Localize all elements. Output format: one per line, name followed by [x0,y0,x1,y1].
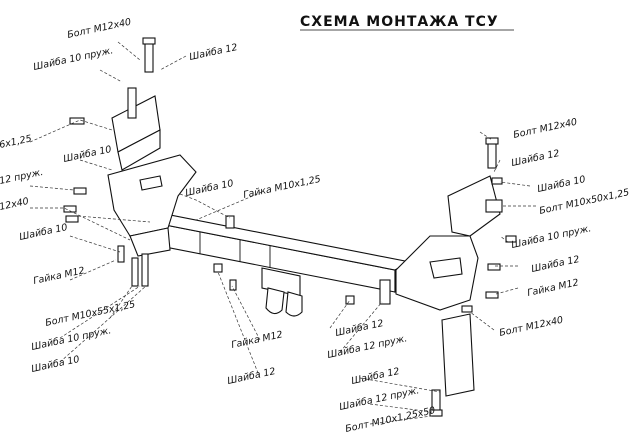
left-horizontal-bolts [63,117,87,223]
label-bolt-m12x40-right-bottom: Болт M12x40 [498,315,564,339]
label-washer-10-spring-right: Шайба 10 пруж. [510,223,592,251]
label-washer-12-bottom-center: Шайба 12 [334,318,384,339]
label-washer-12-center: Шайба 12 [226,366,276,387]
left-vertical-bolts [117,37,156,287]
label-nut-m10x1-25-center: Гайка M10x1,25 [242,174,321,201]
label-fragment-12-spring: 12 пруж. [0,167,44,187]
label-washer-10-right: Шайба 10 [536,174,586,195]
diagram-title: СХЕМА МОНТАЖА ТСУ [300,14,499,30]
label-washer-10-left-lower: Шайба 10 [18,222,68,243]
part-labels: Болт M12x40 Шайба 10 пруж. Шайба 12 6x1,… [0,17,630,434]
right-bolts [429,137,517,417]
label-washer-12-right-lower: Шайба 12 [530,254,580,275]
label-washer-12-right: Шайба 12 [510,148,560,169]
center-hardware [213,215,391,305]
label-washer-12-top-left: Шайба 12 [188,42,238,63]
label-nut-m12-center: Гайка M12 [230,329,283,351]
label-bolt-m12x40-right-top: Болт M12x40 [512,117,578,141]
tow-hitch-mount [261,267,303,317]
label-washer-10-spring-top-left: Шайба 10 пруж. [32,45,114,73]
label-bolt-m10x1-25x50-bottom: Болт M10x1,25x50 [344,405,436,434]
leader-lines [29,41,536,425]
right-bracket [395,175,503,397]
label-washer-12-spring-lower: Шайба 12 пруж. [338,385,420,413]
label-washer-12-lower-center: Шайба 12 [350,366,400,387]
label-washer-10-center: Шайба 10 [184,178,234,199]
label-nut-m12-right: Гайка M12 [526,277,579,299]
label-bolt-m10x55-left: Болт M10x55x1,25 [44,299,136,329]
label-washer-10-spring-left: Шайба 10 пруж. [30,325,112,353]
left-bracket [107,87,197,257]
label-bolt-m12x40-top-left: Болт M12x40 [66,17,132,41]
label-nut-m12-left: Гайка M12 [32,265,85,287]
label-fragment-m10x1-25: 6x1,25 [0,133,33,151]
label-fragment-m12x40: 12x40 [0,196,30,213]
label-washer-10-bottom-left: Шайба 10 [30,354,80,375]
label-washer-10-left: Шайба 10 [62,144,112,165]
